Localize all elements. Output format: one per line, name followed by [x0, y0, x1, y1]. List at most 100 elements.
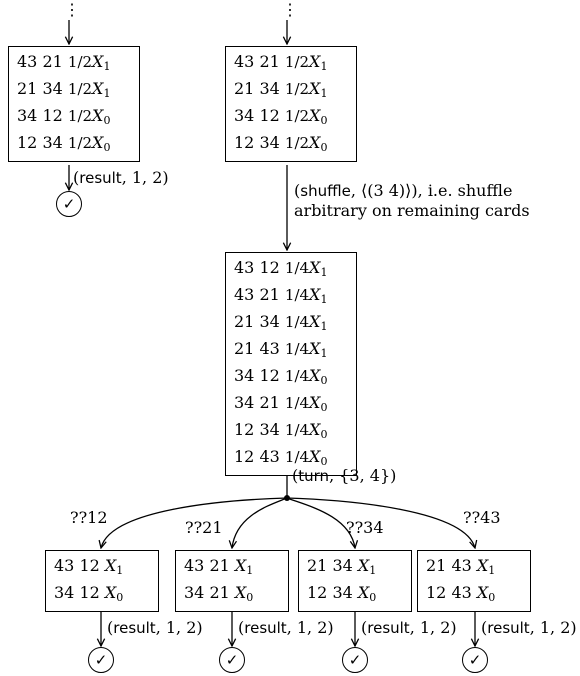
card-pair: 12 34 — [307, 583, 353, 602]
variable: X — [92, 106, 104, 125]
variable-index: 0 — [320, 374, 328, 387]
paren-open: ( — [73, 168, 80, 187]
branch-label-1: ??12 — [70, 508, 108, 527]
probability: 1/4 — [284, 340, 310, 358]
branch-edge-2 — [232, 497, 288, 548]
state-row: 43 21 1/4X1 — [234, 284, 350, 311]
card-pair: 12 34 — [234, 420, 280, 439]
action-args: , 1, 2) — [155, 618, 203, 637]
action-keyword: result — [487, 619, 530, 637]
vdots-left: ⋮ — [64, 0, 80, 19]
state-row: 12 34 1/4X0 — [234, 419, 350, 446]
card-pair: 43 21 — [184, 556, 230, 575]
card-pair: 12 34 — [17, 133, 63, 152]
probability: 1/2 — [284, 107, 310, 125]
variable: X — [476, 583, 489, 602]
variable-index: 1 — [320, 293, 328, 306]
result-label-branch-4: (result, 1, 2) — [481, 618, 577, 638]
variable: X — [309, 133, 321, 152]
variable: X — [309, 258, 321, 277]
card-pair: 43 21 — [234, 285, 280, 304]
success-check-branch-4: ✓ — [462, 647, 488, 673]
result-label-top-left: (result, 1, 2) — [73, 168, 169, 188]
state-row: 34 12 1/2X0 — [17, 105, 133, 132]
state-row: 43 21 X1 — [184, 555, 282, 582]
card-pair: 34 21 — [234, 393, 280, 412]
probability: 1/4 — [284, 259, 310, 277]
action-args: , 1, 2) — [121, 168, 169, 187]
variable: X — [309, 79, 321, 98]
probability: 1/2 — [67, 134, 93, 152]
probability: 1/4 — [284, 286, 310, 304]
card-pair: 21 43 — [426, 556, 472, 575]
variable-index: 0 — [320, 114, 328, 127]
action-args: , 1, 2) — [286, 618, 334, 637]
state-row: 34 12 1/4X0 — [234, 365, 350, 392]
paren-open: ( — [481, 618, 488, 637]
card-pair: 12 43 — [426, 583, 472, 602]
variable-index: 0 — [103, 141, 111, 154]
card-pair: 34 12 — [17, 106, 63, 125]
state-row: 34 12 X0 — [54, 582, 152, 609]
variable: X — [357, 556, 370, 575]
branch-edge-4 — [286, 497, 475, 548]
card-pair: 21 34 — [234, 312, 280, 331]
card-pair: 21 34 — [17, 79, 63, 98]
probability: 1/2 — [67, 80, 93, 98]
branch-edge-1 — [101, 497, 288, 548]
state-row: 34 21 1/4X0 — [234, 392, 350, 419]
variable: X — [104, 583, 117, 602]
variable-index: 0 — [320, 401, 328, 414]
probability: 1/4 — [284, 313, 310, 331]
state-row: 43 12 1/4X1 — [234, 257, 350, 284]
probability: 1/4 — [284, 394, 310, 412]
action-args: , 1, 2) — [409, 618, 457, 637]
state-row: 12 34 1/2X0 — [17, 132, 133, 159]
probability: 1/4 — [284, 421, 310, 439]
variable-index: 1 — [103, 87, 111, 100]
paren-open: ( — [107, 618, 114, 637]
action-keyword: result — [244, 619, 287, 637]
vdots-right: ⋮ — [282, 0, 298, 19]
result-label-branch-3: (result, 1, 2) — [361, 618, 457, 638]
card-pair: 34 12 — [234, 106, 280, 125]
probability: 1/2 — [67, 107, 93, 125]
card-pair: 34 12 — [54, 583, 100, 602]
variable: X — [309, 106, 321, 125]
action-keyword: result — [79, 169, 122, 187]
card-pair: 34 21 — [184, 583, 230, 602]
variable-index: 1 — [320, 87, 328, 100]
state-row: 12 43 X0 — [426, 582, 524, 609]
variable: X — [234, 583, 247, 602]
result-label-branch-1: (result, 1, 2) — [107, 618, 203, 638]
probability: 1/4 — [284, 448, 310, 466]
variable: X — [92, 133, 104, 152]
shuffle-line-2: arbitrary on remaining cards — [294, 201, 530, 220]
variable: X — [234, 556, 247, 575]
shuffle-line-1: (shuffle, ⟨(3 4)⟩), i.e. shuffle — [294, 181, 530, 201]
paren-open: ( — [292, 466, 299, 485]
variable: X — [104, 556, 117, 575]
variable: X — [309, 52, 321, 71]
branch-label-4: ??43 — [463, 508, 501, 527]
variable: X — [309, 393, 321, 412]
probability: 1/4 — [284, 367, 310, 385]
probability: 1/2 — [284, 80, 310, 98]
variable-index: 0 — [488, 591, 496, 604]
card-pair: 21 34 — [307, 556, 353, 575]
card-pair: 43 21 — [234, 52, 280, 71]
variable: X — [92, 52, 104, 71]
state-row: 21 34 1/2X1 — [17, 78, 133, 105]
variable-index: 1 — [103, 60, 111, 73]
branch-label-2: ??21 — [185, 518, 223, 537]
variable: X — [357, 583, 370, 602]
variable-index: 0 — [246, 591, 254, 604]
card-pair: 43 12 — [234, 258, 280, 277]
variable: X — [476, 556, 489, 575]
state-row: 21 34 1/4X1 — [234, 311, 350, 338]
variable-index: 1 — [246, 564, 254, 577]
